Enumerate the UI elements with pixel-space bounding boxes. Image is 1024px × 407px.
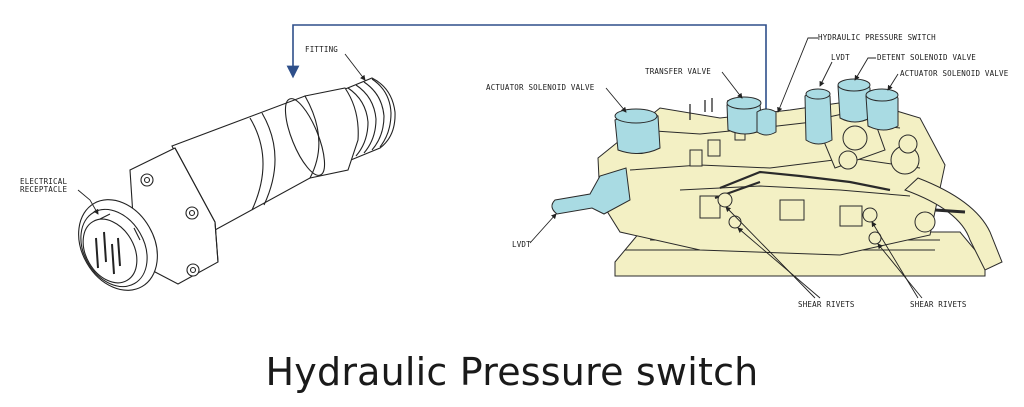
leader-fitting <box>344 53 366 81</box>
leader-shear-rivets-1a <box>725 206 816 299</box>
label-electrical-line1: ELECTRICAL <box>20 177 67 186</box>
electrical-connector <box>78 199 158 291</box>
leader-actuator-solenoid-valve-left <box>605 87 627 113</box>
label-actuator-solenoid-valve-left: ACTUATOR SOLENOID VALVE <box>486 83 595 92</box>
leader-lvdt-upper <box>819 61 833 87</box>
leader-shear-rivets-1b <box>737 227 821 299</box>
caption-title: Hydraulic Pressure switch <box>265 350 759 394</box>
leader-detent-solenoid-valve <box>854 57 876 81</box>
label-detent-solenoid-valve: DETENT SOLENOID VALVE <box>877 53 976 62</box>
label-electrical-line2: RECEPTACLE <box>20 185 67 194</box>
label-actuator-solenoid-valve-right: ACTUATOR SOLENOID VALVE <box>900 69 1009 78</box>
label-shear-rivets-2: SHEAR RIVETS <box>910 300 967 309</box>
leader-shear-rivets-2b <box>877 243 923 299</box>
pressure-switch-drawing <box>78 77 396 291</box>
leader-actuator-solenoid-valve-right <box>887 73 899 91</box>
label-lvdt-upper: LVDT <box>831 53 850 62</box>
callout-arrow <box>286 24 767 114</box>
label-shear-rivets-1: SHEAR RIVETS <box>798 300 855 309</box>
label-lvdt-left: LVDT <box>512 240 531 249</box>
label-fitting: FITTING <box>305 45 338 54</box>
leader-transfer-valve <box>721 71 743 99</box>
label-transfer-valve: TRANSFER VALVE <box>645 67 711 76</box>
leader-electrical-receptacle <box>77 189 99 215</box>
leader-lvdt-left <box>529 213 557 244</box>
leader-hydraulic-pressure-switch <box>777 37 818 113</box>
cyan-components <box>551 78 899 215</box>
leader-shear-rivets-2a <box>871 221 919 299</box>
assembly-labels: HYDRAULIC PRESSURE SWITCH LVDT DETENT SO… <box>486 33 1009 309</box>
right-hose-fitting <box>904 177 1003 271</box>
main-cylinder <box>171 95 320 231</box>
label-hydraulic-pressure-switch: HYDRAULIC PRESSURE SWITCH <box>818 33 936 42</box>
lvdt-left <box>551 167 631 215</box>
hydraulic-pressure-switch-component <box>756 108 777 136</box>
